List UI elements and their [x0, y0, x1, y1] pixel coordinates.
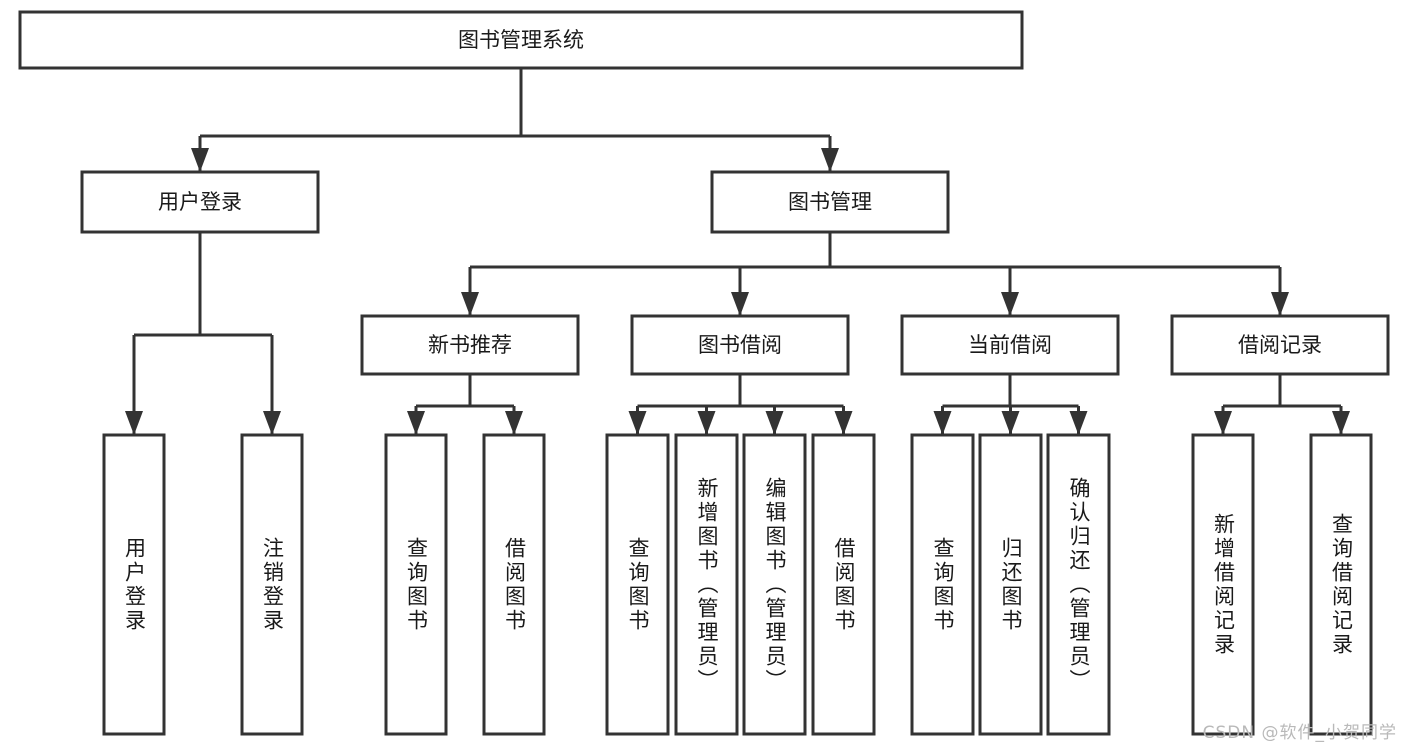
edge-arrowhead-icon	[731, 292, 749, 316]
node-label-records: 借阅记录	[1238, 333, 1322, 357]
node-box-newbook[interactable]	[360, 314, 580, 376]
node-label-bo-borrow: 借阅图书	[832, 536, 856, 633]
node-label-wrap-cur-return: 归还图书	[999, 536, 1023, 633]
node-box-login-out[interactable]	[240, 433, 304, 736]
node-label-wrap-nb-query: 查询图书	[404, 536, 429, 633]
node-login[interactable]: 用户登录	[80, 170, 320, 234]
node-bo-query[interactable]: 查询图书	[605, 433, 670, 736]
node-box-bo-edit[interactable]	[742, 433, 807, 736]
node-bo-add[interactable]: 新增图书（管理员）	[674, 433, 739, 736]
edge-arrowhead-icon	[505, 411, 523, 435]
edge-arrowhead-icon	[1001, 292, 1019, 316]
node-bo-borrow[interactable]: 借阅图书	[811, 433, 876, 736]
node-bookmgmt[interactable]: 图书管理	[710, 170, 950, 234]
node-label-bo-add: 新增图书（管理员）	[695, 476, 719, 693]
node-label-wrap-cur-query: 查询图书	[931, 536, 955, 633]
node-layer: 图书管理系统用户登录图书管理新书推荐图书借阅当前借阅借阅记录用户登录注销登录查询…	[18, 10, 1390, 736]
node-label-rec-add: 新增借阅记录	[1211, 512, 1236, 657]
node-rec-query[interactable]: 查询借阅记录	[1309, 433, 1373, 736]
node-box-bo-query[interactable]	[605, 433, 670, 736]
node-box-login[interactable]	[80, 170, 320, 234]
edge-arrowhead-icon	[697, 411, 716, 435]
node-box-root[interactable]	[18, 10, 1024, 70]
node-box-bo-add[interactable]	[674, 433, 739, 736]
node-label-login-out: 注销登录	[260, 536, 285, 633]
edge-arrowhead-icon	[1214, 411, 1232, 435]
node-label-wrap-rec-add: 新增借阅记录	[1211, 512, 1236, 657]
node-box-borrow[interactable]	[630, 314, 850, 376]
edge-layer	[125, 68, 1350, 435]
edge-arrowhead-icon	[263, 411, 281, 435]
edge-arrowhead-icon	[125, 411, 143, 435]
edge-arrowhead-icon	[407, 411, 425, 435]
node-label-bookmgmt: 图书管理	[788, 190, 872, 214]
node-label-login: 用户登录	[158, 190, 242, 214]
node-box-bookmgmt[interactable]	[710, 170, 950, 234]
edge-arrowhead-icon	[821, 148, 839, 172]
node-label-wrap-bo-edit: 编辑图书（管理员）	[763, 476, 787, 693]
edge-arrowhead-icon	[1001, 411, 1020, 435]
edge-arrowhead-icon	[628, 411, 647, 435]
node-label-cur-return: 归还图书	[999, 536, 1023, 633]
node-label-wrap-cur-confirm: 确认归还（管理员）	[1067, 476, 1091, 693]
node-label-rec-query: 查询借阅记录	[1329, 512, 1354, 657]
node-cur-return[interactable]: 归还图书	[978, 433, 1043, 736]
node-label-wrap-nb-borrow: 借阅图书	[502, 536, 527, 633]
node-records[interactable]: 借阅记录	[1170, 314, 1390, 376]
edge-arrowhead-icon	[765, 411, 784, 435]
node-rec-add[interactable]: 新增借阅记录	[1191, 433, 1255, 736]
node-nb-query[interactable]: 查询图书	[384, 433, 448, 736]
node-label-wrap-bo-borrow: 借阅图书	[832, 536, 856, 633]
edge-arrowhead-icon	[933, 411, 952, 435]
node-label-login-in: 用户登录	[122, 536, 147, 633]
node-borrow[interactable]: 图书借阅	[630, 314, 850, 376]
node-bo-edit[interactable]: 编辑图书（管理员）	[742, 433, 807, 736]
node-box-records[interactable]	[1170, 314, 1390, 376]
node-box-rec-query[interactable]	[1309, 433, 1373, 736]
edge-arrowhead-icon	[1069, 411, 1088, 435]
node-label-wrap-rec-query: 查询借阅记录	[1329, 512, 1354, 657]
node-label-wrap-login-out: 注销登录	[260, 536, 285, 633]
node-login-out[interactable]: 注销登录	[240, 433, 304, 736]
node-box-rec-add[interactable]	[1191, 433, 1255, 736]
node-cur-query[interactable]: 查询图书	[910, 433, 975, 736]
node-label-wrap-bo-query: 查询图书	[626, 536, 650, 633]
node-label-cur-query: 查询图书	[931, 536, 955, 633]
edge-arrowhead-icon	[1271, 292, 1289, 316]
node-box-current[interactable]	[900, 314, 1120, 376]
edge-arrowhead-icon	[461, 292, 479, 316]
node-label-nb-query: 查询图书	[404, 536, 429, 633]
node-label-current: 当前借阅	[968, 333, 1052, 357]
node-login-in[interactable]: 用户登录	[102, 433, 166, 736]
node-box-bo-borrow[interactable]	[811, 433, 876, 736]
node-box-cur-return[interactable]	[978, 433, 1043, 736]
edge-arrowhead-icon	[834, 411, 853, 435]
node-label-bo-query: 查询图书	[626, 536, 650, 633]
node-newbook[interactable]: 新书推荐	[360, 314, 580, 376]
node-label-nb-borrow: 借阅图书	[502, 536, 527, 633]
node-nb-borrow[interactable]: 借阅图书	[482, 433, 546, 736]
node-label-newbook: 新书推荐	[428, 333, 512, 357]
node-label-root: 图书管理系统	[458, 28, 584, 52]
node-label-borrow: 图书借阅	[698, 333, 782, 357]
node-box-nb-query[interactable]	[384, 433, 448, 736]
node-box-cur-confirm[interactable]	[1046, 433, 1111, 736]
node-label-cur-confirm: 确认归还（管理员）	[1067, 476, 1091, 693]
edge-arrowhead-icon	[191, 148, 209, 172]
node-label-wrap-bo-add: 新增图书（管理员）	[695, 476, 719, 693]
node-box-nb-borrow[interactable]	[482, 433, 546, 736]
node-label-bo-edit: 编辑图书（管理员）	[763, 476, 787, 693]
node-box-login-in[interactable]	[102, 433, 166, 736]
edge-arrowhead-icon	[1332, 411, 1350, 435]
node-current[interactable]: 当前借阅	[900, 314, 1120, 376]
node-label-wrap-login-in: 用户登录	[122, 536, 147, 633]
node-cur-confirm[interactable]: 确认归还（管理员）	[1046, 433, 1111, 736]
node-box-cur-query[interactable]	[910, 433, 975, 736]
node-root[interactable]: 图书管理系统	[18, 10, 1024, 70]
